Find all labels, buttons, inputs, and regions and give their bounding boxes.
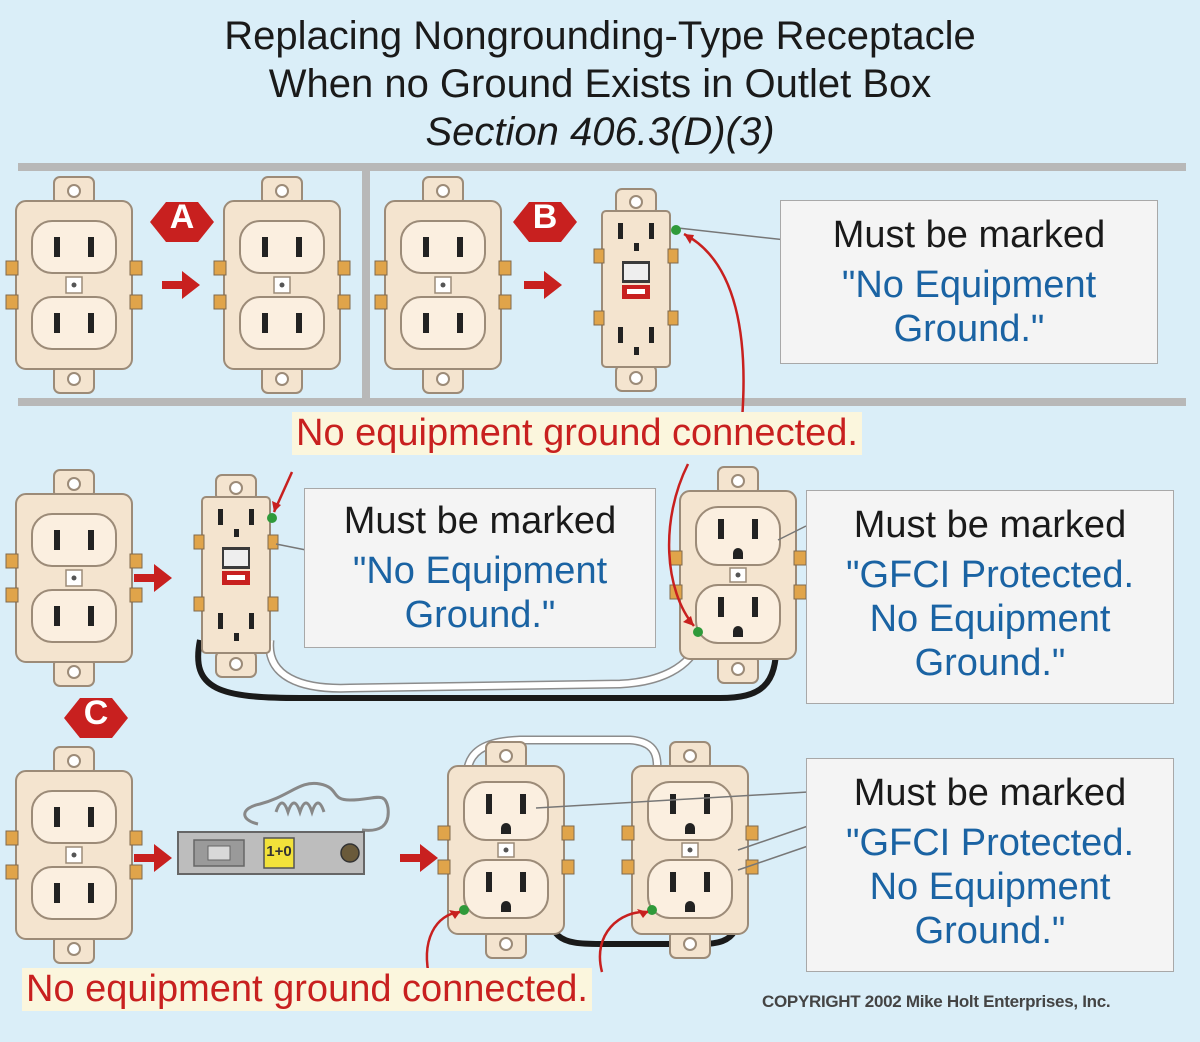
label-heading: Must be marked bbox=[853, 504, 1127, 546]
note-no-ground-top: No equipment ground connected. bbox=[292, 412, 862, 455]
label-box-c2-right: Must be marked "GFCI Protected. No Equip… bbox=[806, 758, 1174, 972]
marker-c: C bbox=[83, 694, 109, 732]
label-box-c1-left: Must be marked "No Equipment Ground." bbox=[304, 488, 656, 648]
marker-b: B bbox=[532, 198, 558, 236]
marker-a-badge bbox=[150, 202, 214, 242]
label-line: Ground." bbox=[893, 308, 1045, 350]
panel-c-upper bbox=[5, 463, 807, 701]
label-heading: Must be marked bbox=[832, 214, 1106, 256]
panel-c-lower bbox=[5, 735, 809, 981]
breaker-label: 1+0 bbox=[266, 843, 292, 860]
label-heading: Must be marked bbox=[853, 772, 1127, 814]
arrow-icon bbox=[524, 271, 562, 299]
breaker-test-button bbox=[263, 837, 295, 869]
gfci-receptacle-c1 bbox=[193, 474, 279, 678]
label-line: "No Equipment bbox=[841, 264, 1097, 306]
title-line-3: Section 406.3(D)(3) bbox=[425, 110, 775, 154]
arrow-icon bbox=[162, 271, 200, 299]
label-line: "No Equipment bbox=[352, 550, 608, 592]
grounding-receptacle-c2-right bbox=[621, 741, 759, 959]
panel-dividers bbox=[18, 163, 1186, 406]
label-line: "GFCI Protected. bbox=[845, 822, 1135, 864]
nongrounding-replacement-a bbox=[213, 176, 351, 394]
label-box-b: Must be marked "No Equipment Ground." bbox=[780, 200, 1158, 364]
copyright-notice: COPYRIGHT 2002 Mike Holt Enterprises, In… bbox=[762, 992, 1111, 1011]
label-heading: Must be marked bbox=[343, 500, 617, 542]
nongrounding-receptacle-c1 bbox=[5, 469, 143, 687]
title-line-2: When no Ground Exists in Outlet Box bbox=[268, 62, 932, 106]
gfci-receptacle-b bbox=[593, 188, 679, 392]
marker-hexagons bbox=[64, 202, 577, 738]
nongrounding-receptacle-c2 bbox=[5, 746, 143, 964]
label-line: No Equipment bbox=[869, 866, 1111, 908]
arrow-icon bbox=[400, 844, 438, 872]
grounding-receptacle-c1 bbox=[669, 466, 807, 684]
title-line-1: Replacing Nongrounding-Type Receptacle bbox=[224, 14, 976, 58]
marker-c-badge bbox=[64, 698, 128, 738]
label-line: Ground." bbox=[914, 910, 1066, 952]
nongrounding-receptacle-a bbox=[5, 176, 143, 394]
grounding-receptacle-c2-left bbox=[437, 741, 575, 959]
note-no-ground-bottom: No equipment ground connected. bbox=[22, 968, 592, 1011]
marker-b-badge bbox=[513, 202, 577, 242]
label-line: No Equipment bbox=[869, 598, 1111, 640]
panel-b bbox=[374, 176, 787, 421]
label-line: Ground." bbox=[404, 594, 556, 636]
label-line: "GFCI Protected. bbox=[845, 554, 1135, 596]
marker-a: A bbox=[169, 198, 195, 236]
label-box-c1-right: Must be marked "GFCI Protected. No Equip… bbox=[806, 490, 1174, 704]
nongrounding-receptacle-b bbox=[374, 176, 512, 394]
label-line: Ground." bbox=[914, 642, 1066, 684]
